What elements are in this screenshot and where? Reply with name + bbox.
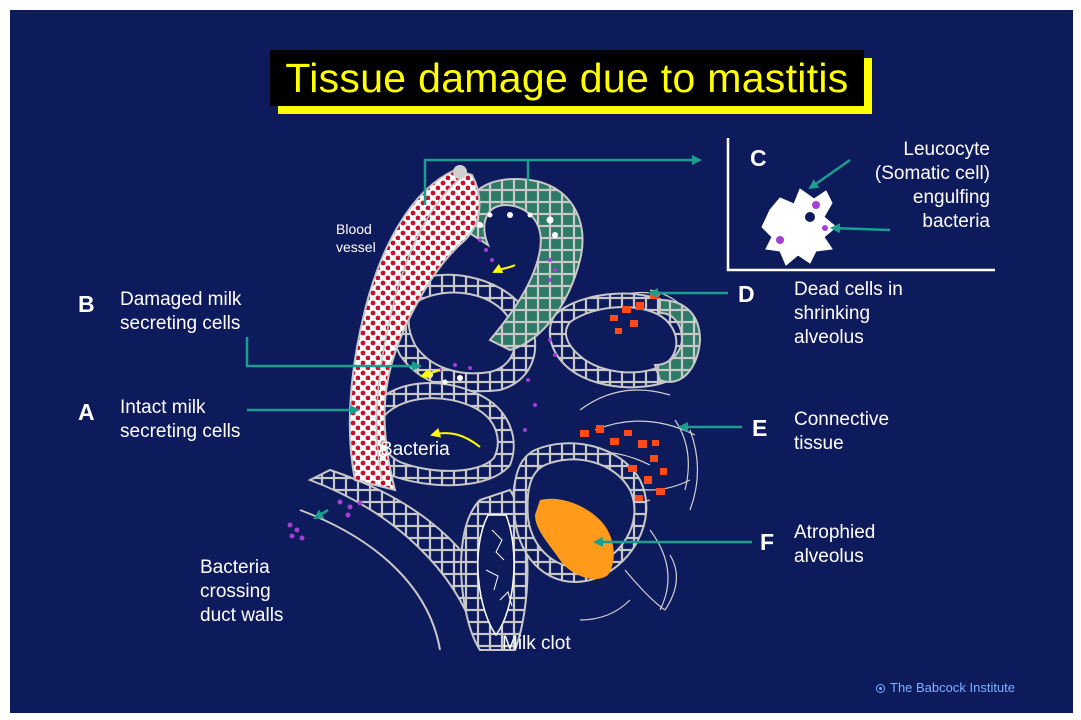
label-d-letter: D bbox=[738, 282, 755, 306]
bacteria-inside-label: Bacteria bbox=[380, 438, 450, 462]
bacteria-crossing-label: Bacteria crossing duct walls bbox=[200, 556, 283, 628]
label-b-text: Damaged milk secreting cells bbox=[120, 288, 241, 336]
label-b-letter: B bbox=[78, 292, 95, 316]
label-e-letter: E bbox=[752, 416, 767, 440]
label-f-text: Atrophied alveolus bbox=[794, 521, 875, 569]
copyright-icon bbox=[876, 684, 885, 693]
label-f-letter: F bbox=[760, 530, 774, 554]
label-a-letter: A bbox=[78, 400, 95, 424]
credit-text: The Babcock Institute bbox=[890, 680, 1015, 695]
label-e-text: Connective tissue bbox=[794, 408, 889, 456]
label-c-text: Leucocyte (Somatic cell) engulfing bacte… bbox=[840, 138, 990, 234]
slide: Tissue damage due to mastitis bbox=[10, 10, 1073, 713]
label-d-text: Dead cells in shrinking alveolus bbox=[794, 278, 903, 350]
credit: The Babcock Institute bbox=[876, 680, 1015, 695]
milk-clot-label: Milk clot bbox=[502, 632, 571, 656]
label-a-text: Intact milk secreting cells bbox=[120, 396, 240, 444]
label-c-letter: C bbox=[750, 146, 767, 170]
alveoli-diagram bbox=[10, 10, 1073, 713]
blood-vessel-label: Blood vessel bbox=[336, 220, 376, 256]
